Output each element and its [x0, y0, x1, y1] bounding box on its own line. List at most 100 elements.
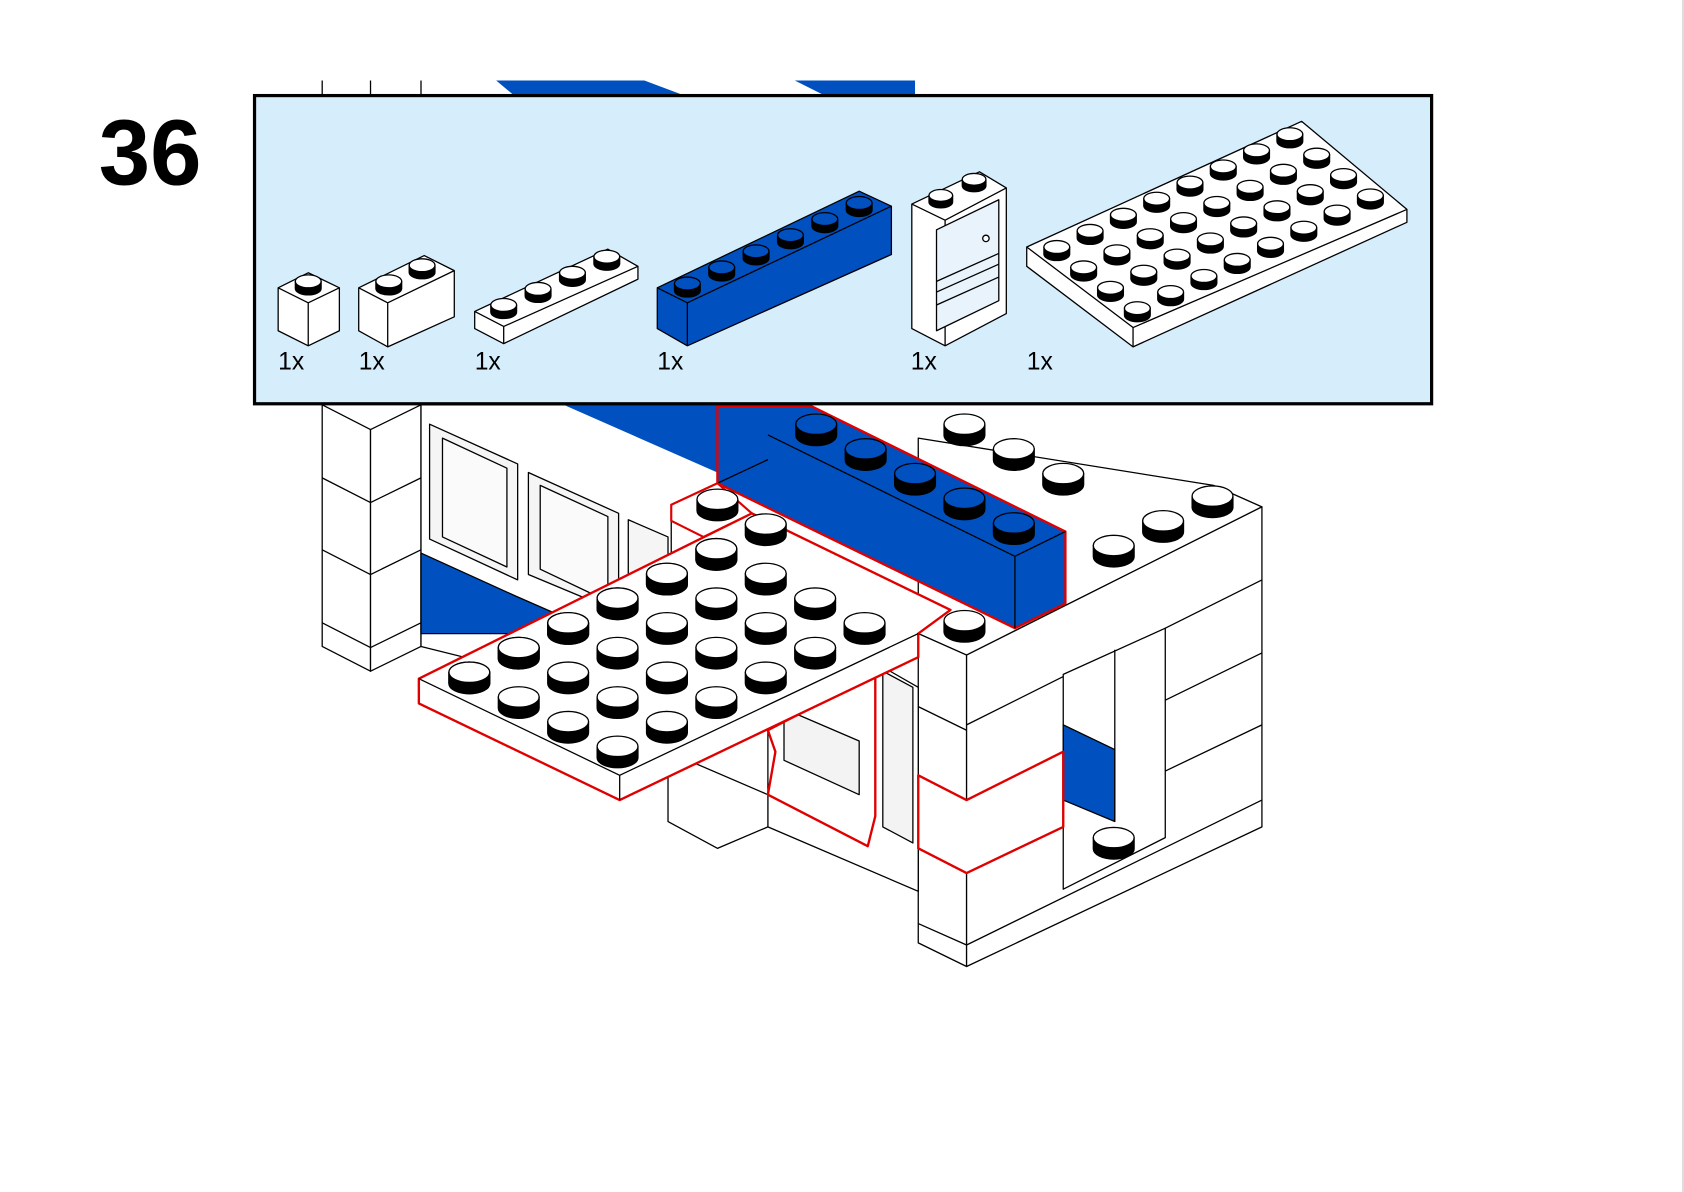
part-brick-1x1 — [277, 272, 341, 347]
stud — [490, 297, 518, 320]
stud — [1303, 147, 1331, 169]
stud — [1123, 301, 1151, 323]
stud — [1209, 159, 1237, 181]
stud — [992, 438, 1035, 471]
new-brick-1x2-right — [917, 750, 1065, 875]
stud — [375, 274, 403, 296]
stud — [1163, 248, 1191, 270]
stud — [744, 612, 787, 645]
stud — [811, 211, 839, 234]
stud — [744, 562, 787, 596]
stud — [1276, 127, 1304, 149]
stud — [794, 587, 837, 621]
part-quantity-brick-1x1: 1x — [278, 348, 305, 375]
stud — [596, 686, 639, 720]
stud — [844, 438, 887, 471]
stud — [448, 661, 491, 695]
stud — [645, 661, 688, 695]
stud — [1070, 260, 1098, 282]
stud — [961, 172, 987, 193]
stud — [1157, 285, 1185, 307]
stud — [1176, 175, 1204, 197]
lower-step — [667, 751, 769, 850]
stud — [524, 281, 552, 304]
stud — [1096, 280, 1125, 302]
stud — [547, 661, 590, 695]
stud — [1143, 191, 1171, 213]
part-quantity-door-1x1x3: 1x — [911, 348, 938, 375]
stud — [1076, 223, 1104, 246]
stud — [744, 513, 787, 547]
step-number: 36 — [99, 101, 202, 205]
stud — [645, 562, 688, 596]
stud — [1043, 239, 1071, 262]
part-plate-1x4 — [474, 248, 639, 345]
stud — [1203, 195, 1231, 218]
part-quantity-plate-4x8: 1x — [1027, 348, 1054, 375]
stud — [1092, 826, 1135, 860]
stud — [1356, 188, 1384, 210]
stud — [928, 188, 954, 209]
stud — [794, 636, 837, 670]
stud — [1042, 462, 1085, 496]
stud — [1142, 509, 1185, 543]
stud — [408, 258, 436, 280]
stud — [708, 260, 736, 282]
window-frames — [428, 423, 669, 613]
stud — [596, 735, 639, 769]
stud — [943, 487, 986, 521]
part-door-1x1x3 — [911, 171, 1007, 347]
stud — [695, 587, 738, 621]
stud — [1330, 167, 1358, 190]
stud — [1236, 179, 1264, 202]
stud — [593, 249, 621, 271]
stud — [744, 661, 787, 695]
stud — [1103, 244, 1131, 266]
stud — [695, 686, 738, 720]
stud — [497, 636, 540, 670]
part-quantity-plate-1x4: 1x — [475, 348, 502, 375]
stud — [558, 265, 586, 287]
part-studs — [294, 127, 1384, 323]
stud — [1223, 252, 1251, 275]
stud — [943, 609, 986, 643]
part-quantity-brick-1x2: 1x — [359, 348, 386, 375]
stud — [943, 413, 986, 447]
stud — [1136, 228, 1164, 250]
door-panel-2 — [882, 670, 914, 844]
stud — [1323, 204, 1351, 226]
stud — [497, 686, 540, 720]
stud — [596, 587, 639, 621]
stud — [645, 612, 688, 645]
stud — [1290, 220, 1318, 242]
model-assembly — [321, 80, 1263, 968]
stud — [696, 488, 739, 522]
stud — [1130, 264, 1158, 286]
stud — [695, 636, 738, 670]
stud — [992, 512, 1035, 546]
door-panel — [783, 708, 860, 796]
stud — [1296, 184, 1324, 206]
stud — [645, 710, 688, 744]
page-edge — [1682, 0, 1684, 1192]
stud — [1230, 216, 1258, 238]
stud — [596, 636, 639, 670]
stud — [1191, 485, 1234, 519]
left-column-front — [321, 404, 372, 672]
stud — [845, 195, 873, 218]
stud — [1269, 163, 1297, 185]
stud — [547, 710, 590, 744]
stud — [1256, 236, 1285, 258]
stud — [1169, 211, 1198, 234]
stud — [547, 612, 590, 645]
model-upper-blue — [496, 80, 688, 97]
stud — [1243, 143, 1271, 165]
stud — [294, 274, 322, 296]
stud — [795, 413, 838, 447]
stud — [1263, 200, 1291, 222]
stud — [1109, 207, 1137, 229]
model-studs — [448, 413, 1234, 860]
stud — [742, 244, 770, 266]
